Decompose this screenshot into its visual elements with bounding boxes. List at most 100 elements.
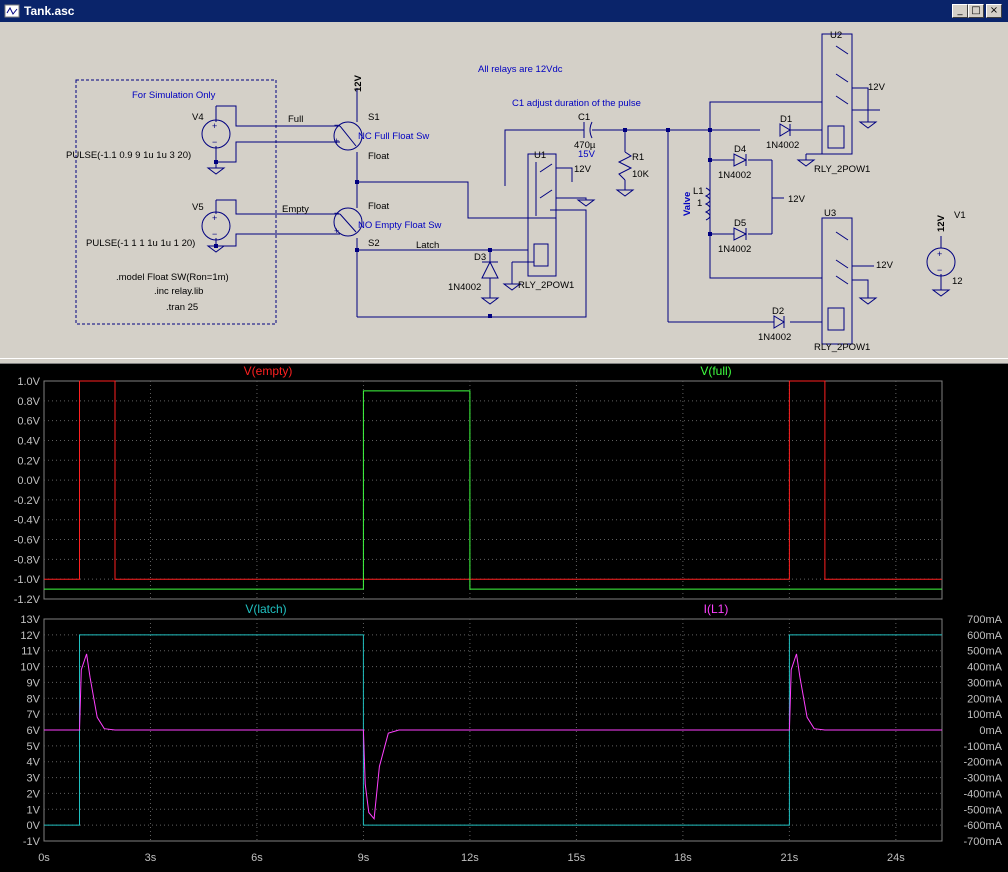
svg-text:+: +	[334, 136, 339, 146]
x-tick-label: 18s	[674, 852, 692, 864]
pane1-y-tick-label: 0.6V	[17, 416, 40, 428]
svg-text:−: −	[334, 208, 339, 218]
pane2-y-left-tick-label: 12V	[20, 630, 40, 642]
directive-model: .model Float SW(Ron=1m)	[116, 272, 229, 283]
u2-12v: 12V	[868, 82, 886, 93]
minimize-button[interactable]: _	[952, 4, 968, 18]
pane2-y-right-tick-label: 200mA	[967, 693, 1003, 705]
pane2-y-left-tick-label: 3V	[27, 773, 41, 785]
u3-12v: 12V	[876, 260, 894, 271]
pane1-y-tick-label: -0.6V	[14, 535, 41, 547]
d2-model: 1N4002	[758, 332, 791, 343]
pane2-y-left-tick-label: 7V	[27, 709, 41, 721]
svg-text:+: +	[212, 213, 217, 223]
net-float2: Float	[368, 201, 389, 212]
pane1-frame	[43, 380, 943, 600]
schematic-labels: For Simulation Only All relays are 12Vdc…	[66, 30, 966, 353]
u2-name: U2	[830, 30, 842, 41]
pane1-y-tick-label: 0.4V	[17, 435, 40, 447]
pane2-y-right-tick-label: -600mA	[963, 820, 1002, 832]
svg-text:+: +	[334, 226, 339, 236]
v1-12v: 12V	[936, 214, 947, 232]
r1-name: R1	[632, 152, 644, 163]
net-empty: Empty	[282, 204, 309, 215]
legend-v-empty[interactable]: V(empty)	[244, 364, 293, 378]
x-tick-label: 0s	[38, 852, 50, 864]
directive-tran: .tran 25	[166, 302, 198, 313]
pane2-y-right-tick-label: -500mA	[963, 804, 1002, 816]
l1-value: 1	[697, 198, 702, 209]
net-latch: Latch	[416, 240, 439, 251]
trace-v-full-[interactable]	[44, 390, 942, 590]
pane2-y-right-tick-label: -400mA	[963, 788, 1002, 800]
c1-rating: 15V	[578, 149, 596, 160]
schematic-wires	[75, 33, 942, 345]
r1-value: 10K	[632, 169, 650, 180]
d4-name: D4	[734, 144, 746, 155]
u1-name: U1	[534, 150, 546, 161]
passive-parts	[481, 121, 791, 329]
pane2-y-right-tick-label: 0mA	[979, 725, 1002, 737]
pane2-y-right-tick-label: 600mA	[967, 630, 1003, 642]
pane2-y-left-tick-label: 2V	[27, 788, 41, 800]
pane1-y-tick-label: 0.8V	[17, 396, 40, 408]
maximize-button[interactable]: □	[968, 4, 984, 18]
pane2-y-left-tick-label: 1V	[27, 804, 41, 816]
pane1-y-tick-label: -0.4V	[14, 515, 41, 527]
x-tick-label: 15s	[568, 852, 586, 864]
pane2-y-right-tick-label: 500mA	[967, 646, 1003, 658]
svg-text:−: −	[212, 229, 217, 239]
voltage-sources	[201, 119, 956, 277]
close-button[interactable]: ×	[986, 4, 1002, 18]
x-tick-label: 3s	[145, 852, 157, 864]
v1-value: 12	[952, 276, 963, 287]
pane2-y-left-tick-label: -1V	[23, 836, 41, 848]
window-titlebar: Tank.asc _ □ ×	[0, 0, 1008, 22]
x-tick-label: 9s	[358, 852, 370, 864]
s2-value: NO Empty Float Sw	[358, 220, 442, 231]
pane2-y-left-tick-label: 0V	[27, 820, 41, 832]
pane1-y-tick-label: 0.0V	[17, 475, 40, 487]
d1-name: D1	[780, 114, 792, 125]
v5-value: PULSE(-1 1 1 1u 1u 1 20)	[86, 238, 195, 249]
legend-i-l1[interactable]: I(L1)	[704, 602, 729, 616]
s2-name: S2	[368, 238, 380, 249]
x-tick-label: 12s	[461, 852, 479, 864]
l1-name: L1	[693, 186, 704, 197]
legend-v-latch[interactable]: V(latch)	[245, 602, 286, 616]
directive-inc: .inc relay.lib	[154, 286, 203, 297]
s1-name: S1	[368, 112, 380, 123]
u2-model: RLY_2POW1	[814, 164, 870, 175]
c1-value: 470µ	[574, 140, 596, 151]
polarity-marks: +− +− +− −+ −+	[212, 120, 942, 275]
net-full: Full	[288, 114, 303, 125]
pane2-y-right-tick-label: -300mA	[963, 773, 1002, 785]
pane2-y-right-tick-label: 700mA	[967, 614, 1003, 626]
trace-v-empty-[interactable]	[44, 380, 942, 580]
trace-i-l1-[interactable]	[44, 653, 942, 821]
s1-value: NC Full Float Sw	[358, 131, 429, 142]
window-title: Tank.asc	[24, 4, 75, 18]
pane2-y-right-tick-label: 400mA	[967, 662, 1003, 674]
pane2-y-left-tick-label: 13V	[20, 614, 40, 626]
d4-model: 1N4002	[718, 170, 751, 181]
pane1-y-tick-label: 0.2V	[17, 455, 40, 467]
x-tick-label: 21s	[781, 852, 799, 864]
c1-note: C1 adjust duration of the pulse	[512, 98, 641, 109]
net-float1: Float	[368, 151, 389, 162]
v4-name: V4	[192, 112, 204, 123]
pane2-y-left-tick-label: 5V	[27, 741, 41, 753]
d5-model: 1N4002	[718, 244, 751, 255]
pane-splitter[interactable]	[0, 358, 1008, 364]
schematic-canvas[interactable]: +− +− +− −+ −+ For Simulation Only All r…	[0, 22, 1008, 360]
svg-text:−: −	[212, 137, 217, 147]
pane2-y-right-tick-label: 300mA	[967, 677, 1003, 689]
pane2-y-left-tick-label: 6V	[27, 725, 41, 737]
legend-v-full[interactable]: V(full)	[700, 364, 731, 378]
x-tick-label: 24s	[887, 852, 905, 864]
supply-12v: 12V	[353, 74, 364, 92]
u3-model: RLY_2POW1	[814, 342, 870, 353]
pane2-y-right-tick-label: -200mA	[963, 757, 1002, 769]
l1-12v: 12V	[788, 194, 806, 205]
